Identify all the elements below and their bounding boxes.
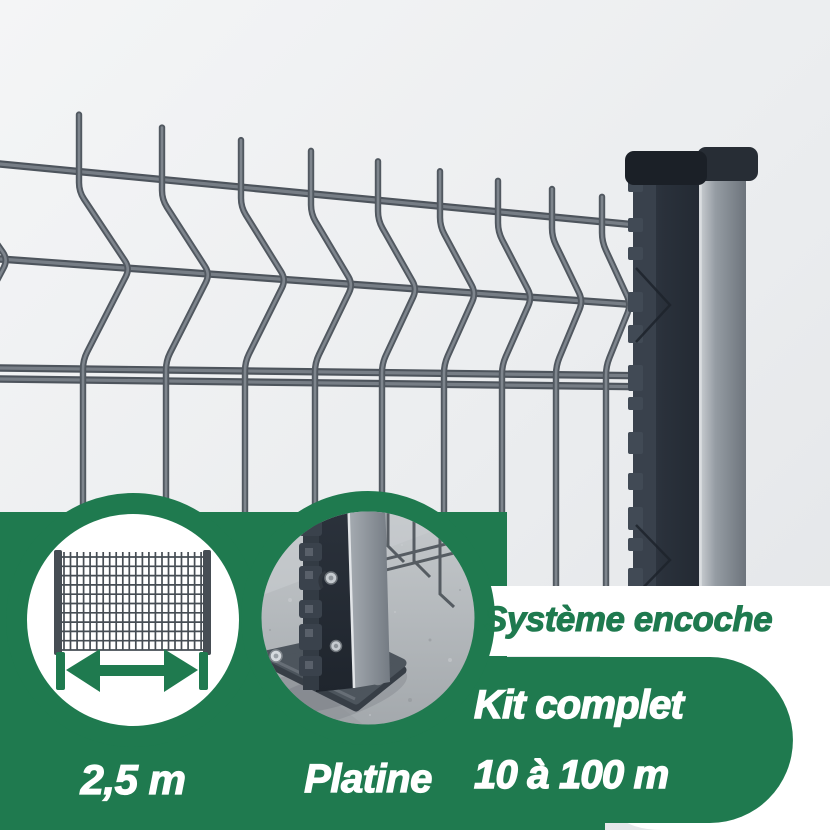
panel-width-label: 2,5 m	[80, 756, 187, 803]
post-cap	[625, 151, 707, 185]
kit-complete-label: Kit complet	[473, 683, 684, 727]
post-notch-chevron	[635, 524, 672, 596]
white-feature-band	[470, 586, 830, 656]
post-notch-tabs	[628, 170, 643, 588]
badge-panel-width	[6, 493, 260, 747]
base-plate-label: Platine	[304, 757, 433, 801]
post-notch-chevron	[635, 267, 672, 343]
fence-panel-render	[0, 111, 639, 626]
fence-panel-width-icon	[54, 550, 211, 655]
fence-post-render	[625, 147, 758, 596]
post-base-plate-photo	[261, 511, 475, 725]
length-range-label: 10 à 100 m	[473, 753, 670, 797]
width-arrow-icon	[56, 649, 208, 692]
notch-system-label: Système encoche	[483, 600, 773, 639]
green-kit-pill	[462, 657, 793, 823]
post-cap	[697, 147, 758, 181]
badge-base-plate	[241, 491, 495, 745]
